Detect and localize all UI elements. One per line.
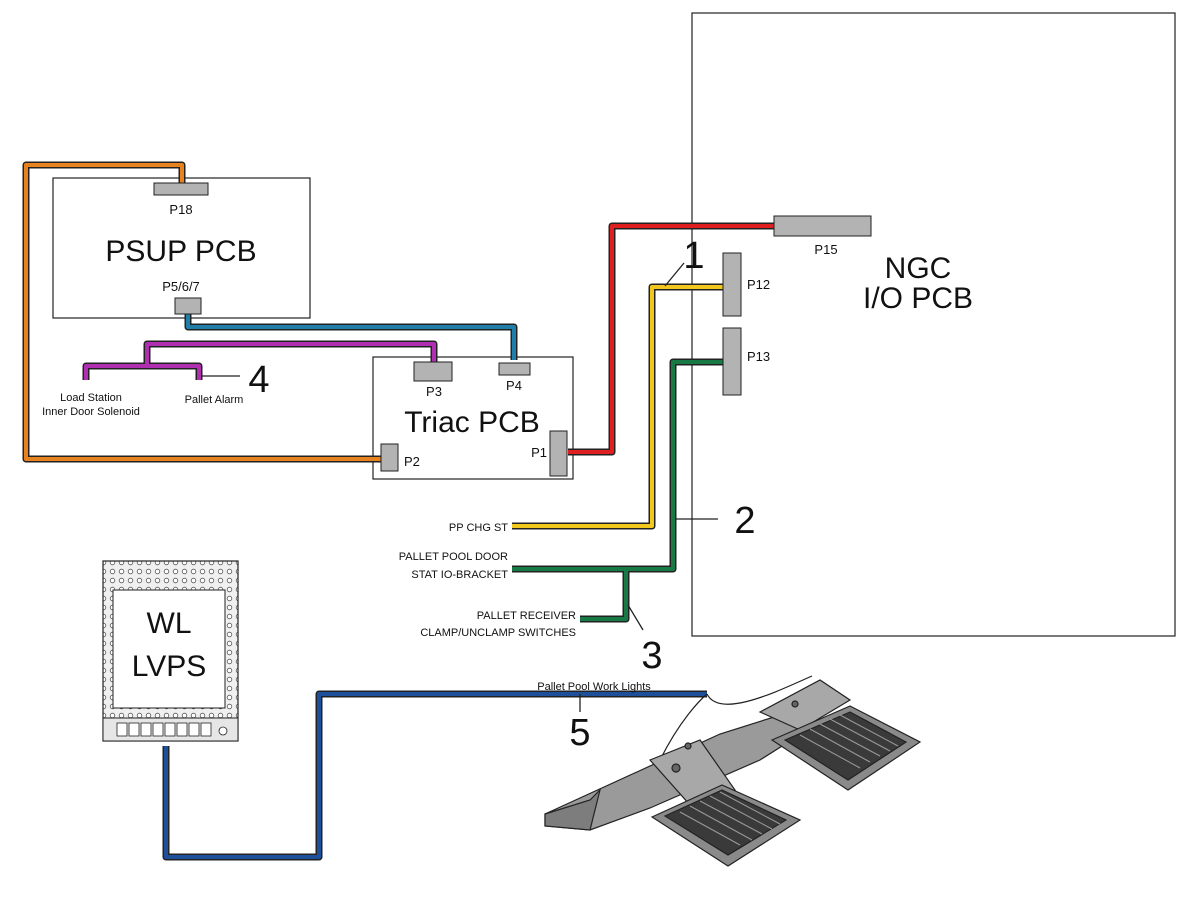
callout-3-leader	[627, 604, 644, 631]
label-p15: P15	[814, 242, 837, 257]
connector-p13	[722, 327, 742, 396]
connector-p2	[380, 443, 399, 472]
navy-wire-outline	[162, 690, 707, 861]
label-pallet-receiver: PALLET RECEIVER	[477, 610, 576, 622]
label-p3: P3	[426, 384, 442, 399]
label-p18: P18	[169, 202, 192, 217]
label-pallet-pool-door: PALLET POOL DOOR	[399, 551, 508, 563]
orange-wire	[24, 163, 381, 461]
triac-pcb-title: Triac PCB	[404, 406, 540, 439]
connector-p5-6-7	[174, 297, 202, 315]
ngc-io-pcb-board	[691, 12, 1176, 637]
teal-wire	[186, 313, 516, 360]
label-work-lights: Pallet Pool Work Lights	[537, 681, 651, 693]
label-inner-door-solenoid: Inner Door Solenoid	[42, 406, 140, 418]
ground-icon	[218, 726, 228, 736]
callout-4: 4	[248, 359, 269, 401]
connector-p18	[153, 182, 209, 196]
label-p2: P2	[404, 454, 420, 469]
connector-p12	[722, 252, 742, 317]
psup-pcb-board	[52, 177, 311, 319]
triac-pcb-board	[372, 356, 574, 480]
callout-1-leader	[664, 262, 685, 287]
label-p1: P1	[531, 445, 547, 460]
label-p13: P13	[747, 349, 770, 364]
connector-p15	[773, 215, 872, 237]
label-p12: P12	[747, 277, 770, 292]
label-p5-6-7: P5/6/7	[162, 279, 200, 294]
magenta-wire	[84, 342, 436, 380]
wl-lvps-power-supply: WL LVPS	[102, 560, 239, 742]
label-clamp-unclamp: CLAMP/UNCLAMP SWITCHES	[420, 627, 576, 639]
navy-wire	[164, 692, 707, 859]
work-lights-illustration	[544, 675, 922, 867]
connector-p1	[549, 430, 568, 477]
callout-3: 3	[641, 635, 662, 677]
lvps-title-line1: WL	[147, 607, 192, 640]
label-pp-chg-st: PP CHG ST	[449, 522, 508, 534]
label-pallet-alarm: Pallet Alarm	[185, 394, 244, 406]
green-wire	[512, 360, 723, 621]
label-p4: P4	[506, 378, 522, 393]
connector-p4	[498, 362, 531, 376]
lvps-title-line2: LVPS	[132, 650, 207, 683]
work-lights-cable	[659, 675, 813, 761]
red-wire	[568, 224, 775, 454]
label-stat-io-bracket: STAT IO-BRACKET	[411, 569, 508, 581]
callout-1: 1	[683, 235, 704, 277]
yellow-wire	[512, 285, 723, 528]
label-load-station: Load Station	[60, 392, 122, 404]
psup-pcb-title: PSUP PCB	[105, 235, 256, 268]
ngc-title-line2: I/O PCB	[863, 282, 973, 315]
callout-5: 5	[569, 712, 590, 754]
callout-2: 2	[734, 500, 755, 542]
teal-wire-outline	[184, 313, 518, 360]
connector-p3	[413, 361, 453, 382]
lvps-label-panel	[112, 589, 226, 709]
ngc-title-line1: NGC	[885, 252, 952, 285]
